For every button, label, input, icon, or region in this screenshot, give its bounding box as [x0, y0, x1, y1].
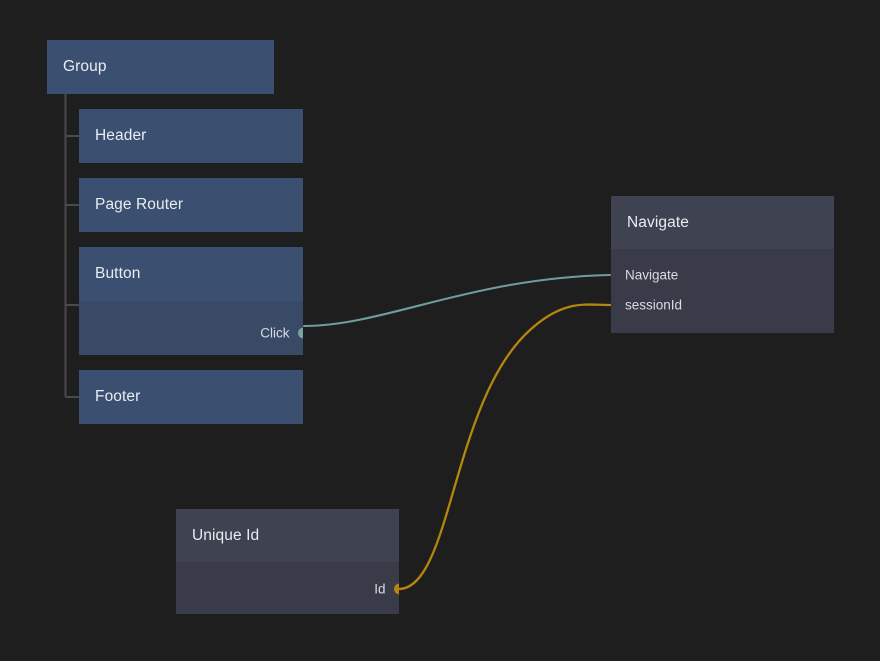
node-page-router-title: Page Router	[95, 196, 184, 213]
node-page-router[interactable]: Page Router	[79, 178, 303, 232]
node-button-header[interactable]: Button	[79, 247, 303, 301]
node-header-component[interactable]: Header	[79, 109, 303, 163]
node-footer-title: Footer	[95, 388, 141, 405]
node-unique-id[interactable]: Unique Id Id	[176, 509, 399, 614]
output-port-id-label: Id	[374, 581, 386, 597]
input-port-navigate-label: Navigate	[625, 267, 679, 283]
node-navigate-header[interactable]: Navigate	[611, 196, 834, 249]
input-port-session-id-label: sessionId	[625, 297, 683, 313]
node-unique-id-title: Unique Id	[192, 526, 260, 544]
node-button-title: Button	[95, 265, 141, 282]
node-header-component-header[interactable]: Header	[79, 109, 303, 163]
output-port-click-label: Click	[260, 325, 290, 341]
node-page-router-header[interactable]: Page Router	[79, 178, 303, 232]
edge-button-click-to-navigate	[302, 273, 612, 328]
output-port-id[interactable]: Id	[374, 582, 399, 597]
node-header-component-title: Header	[95, 127, 147, 144]
node-navigate[interactable]: Navigate Navigate sessionId	[611, 196, 834, 333]
node-group[interactable]: Group	[47, 40, 274, 94]
node-navigate-title: Navigate	[627, 213, 689, 231]
node-button-body: Click	[79, 301, 303, 355]
node-button[interactable]: Button Click	[79, 247, 303, 355]
output-port-click[interactable]: Click	[260, 326, 303, 341]
output-port-id-dot-icon[interactable]	[393, 583, 399, 595]
node-group-header[interactable]: Group	[47, 40, 274, 94]
output-port-click-dot-icon[interactable]	[297, 327, 303, 339]
node-group-title: Group	[63, 58, 107, 75]
node-footer-header[interactable]: Footer	[79, 370, 303, 424]
node-unique-id-header[interactable]: Unique Id	[176, 509, 399, 562]
node-footer[interactable]: Footer	[79, 370, 303, 424]
input-port-navigate[interactable]: Navigate	[611, 268, 678, 283]
node-unique-id-body: Id	[176, 562, 399, 614]
input-port-session-id[interactable]: sessionId	[611, 298, 682, 313]
node-navigate-body: Navigate sessionId	[611, 249, 834, 333]
edge-unique-id-to-session-id	[398, 303, 612, 591]
